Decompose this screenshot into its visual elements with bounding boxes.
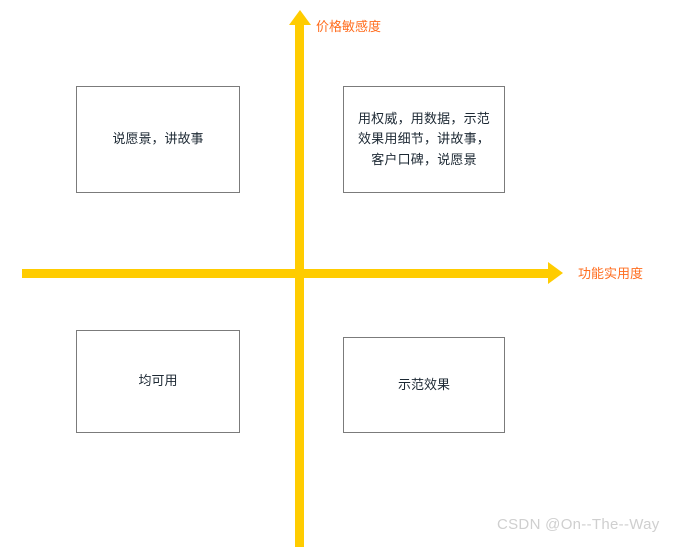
quadrant-label-bottom-left: 均可用: [138, 373, 178, 389]
quadrant-box-top-right: 用权威，用数据，示范效果用细节，讲故事，客户口碑，说愿景: [343, 86, 505, 193]
quadrant-box-bottom-right: 示范效果: [343, 337, 505, 433]
arrow-right-icon: [548, 262, 563, 284]
quadrant-label-top-left: 说愿景，讲故事: [112, 131, 204, 147]
quadrant-box-bottom-left: 均可用: [76, 330, 240, 433]
quadrant-label-bottom-right: 示范效果: [397, 376, 450, 392]
quadrant-box-top-left: 说愿景，讲故事: [76, 86, 240, 193]
vertical-axis-label: 价格敏感度: [316, 19, 382, 34]
quadrant-label-top-right: 用权威，用数据，示范效果用细节，讲故事，客户口碑，说愿景: [357, 111, 490, 167]
arrow-up-icon: [289, 10, 311, 25]
watermark: CSDN @On--The--Way: [497, 516, 660, 533]
horizontal-axis-line: [22, 269, 549, 278]
vertical-axis-line: [295, 22, 304, 547]
horizontal-axis-label: 功能实用度: [578, 266, 644, 281]
